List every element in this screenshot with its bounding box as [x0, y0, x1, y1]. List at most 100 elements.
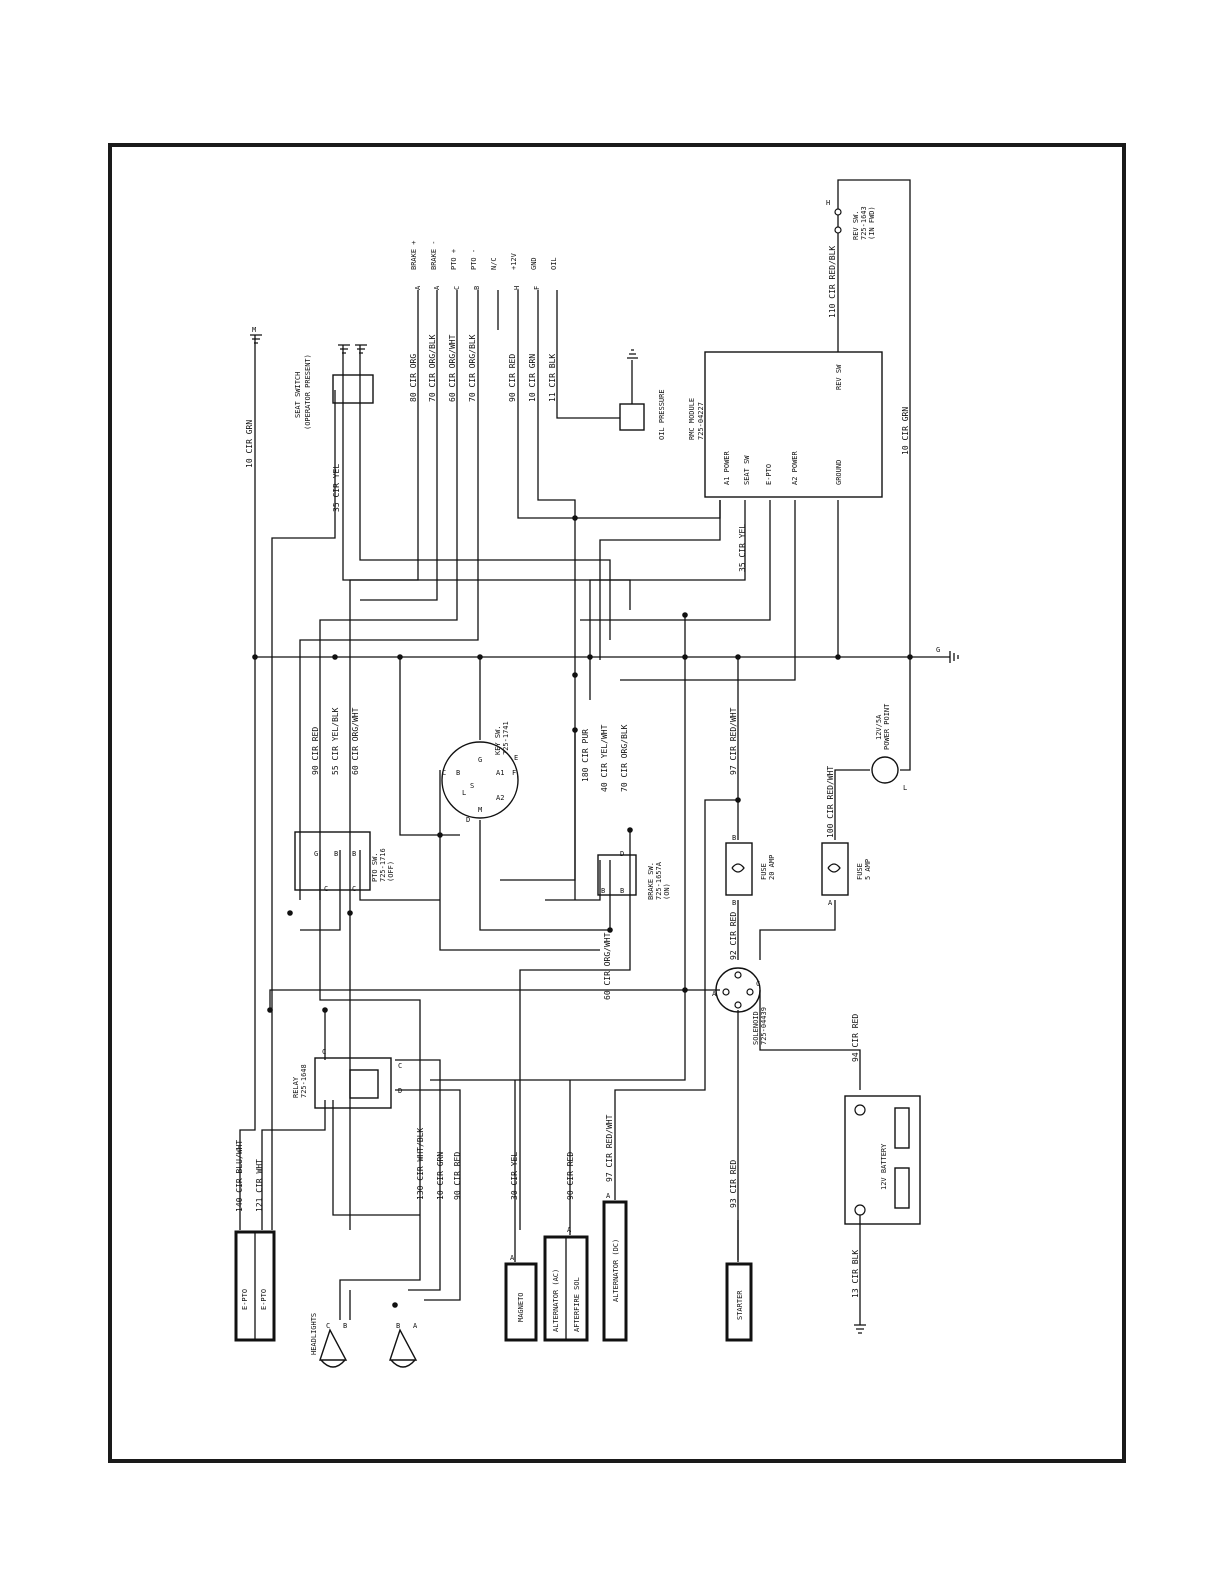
pto-sw-state: (OFF) — [387, 861, 395, 882]
ground-bus-g: G — [936, 646, 940, 654]
solenoid-body — [715, 967, 761, 1013]
power-point-pin-l: L — [903, 784, 907, 792]
rmc-seat-sw: SEAT SW — [743, 455, 751, 485]
pin-letter-b: B — [473, 286, 481, 290]
diagram-frame — [108, 143, 1126, 1463]
power-point-body — [871, 756, 899, 784]
starter-connector — [725, 1262, 753, 1342]
pto-pin-g: G — [314, 850, 318, 858]
label-10-grn-low: 10 CIR GRN — [436, 1152, 445, 1200]
solenoid-pin-c: C — [756, 980, 760, 988]
headlight-right — [389, 1328, 418, 1368]
pin-gnd: GND — [530, 257, 538, 270]
label-80-org: 80 CIR ORG — [409, 354, 418, 402]
junctions — [252, 208, 913, 1308]
pin-letter-a1: A — [414, 285, 422, 290]
pto-pin-c2: C — [352, 885, 356, 893]
pin-12v: +12V — [510, 252, 518, 270]
rev-sw-label: REV SW. — [852, 210, 860, 240]
alternator-dc-connector — [602, 1200, 628, 1342]
rev-sw-pin-h: H — [826, 199, 830, 207]
fuse-20-box — [725, 842, 753, 896]
seat-switch-label: SEAT SWITCH — [294, 372, 302, 418]
power-point-label: 12V/5A — [875, 714, 883, 740]
brake-pin-d: D — [620, 850, 624, 858]
label-10-grn-top2: 10 CIR GRN — [528, 354, 537, 402]
label-10-grn-right: 10 CIR GRN — [901, 407, 910, 455]
label-55-yel-blk: 55 CIR YEL/BLK — [331, 707, 340, 775]
headlight-pin-b: B — [343, 1322, 347, 1330]
headlight-pin-a: A — [413, 1322, 418, 1330]
pin-brake-plus: BRAKE + — [410, 240, 418, 270]
headlight-pin-b2: B — [396, 1322, 400, 1330]
brake-sw-state: (ON) — [663, 883, 671, 900]
label-40-yel-wht: 40 CIR YEL/WHT — [600, 724, 609, 792]
alternator-ac-label: ALTERNATOR (AC) — [552, 1269, 560, 1332]
rmc-module-label: RMC MODULE — [688, 398, 696, 440]
brake-pin-b2: B — [620, 887, 624, 895]
key-term-a2: A2 — [496, 794, 504, 802]
pto-sw-part: 725-1716 — [379, 848, 387, 882]
relay-box — [314, 1057, 392, 1109]
relay-label: RELAY — [292, 1076, 300, 1098]
label-94-red: 94 CIR RED — [851, 1014, 860, 1062]
fuse-5-label: FUSE — [856, 863, 864, 880]
relay-part: 725-1648 — [300, 1064, 308, 1098]
solenoid-pin-a: A — [712, 990, 717, 998]
magneto-connector — [504, 1262, 538, 1342]
seat-switch-box — [332, 374, 374, 404]
fuse-5-amp: 5 AMP — [864, 859, 872, 880]
label-70-org-blk-top: 70 CIR ORG/BLK — [428, 334, 437, 402]
epto-label-1: E-PTO — [241, 1289, 249, 1310]
alt-dc-pin-a: A — [606, 1192, 611, 1200]
fuse-20-pin-b1: B — [732, 834, 736, 842]
label-70-org-blk-mid: 70 CIR ORG/BLK — [620, 724, 629, 792]
afterfire-label: AFTERFIRE SOL — [573, 1277, 581, 1332]
rmc-a1-power: A1 POWER — [723, 450, 731, 485]
headlight-pin-c: C — [326, 1322, 330, 1330]
rmc-module-part: 725-04227 — [697, 402, 705, 440]
label-70-org-blk-top2: 70 CIR ORG/BLK — [468, 334, 477, 402]
label-90-red-mid: 90 CIR RED — [311, 727, 320, 775]
label-92-red: 92 CIR RED — [729, 912, 738, 960]
oil-pressure-label: OIL PRESSURE — [658, 389, 666, 440]
battery-box — [844, 1095, 921, 1225]
label-180-pur: 180 CIR PUR — [581, 729, 590, 782]
fuse-5-pin-a: A — [828, 899, 833, 907]
relay-pin-c2: C — [398, 1062, 402, 1070]
key-term-f: F — [512, 769, 516, 777]
headlights-label: HEADLIGHTS — [310, 1313, 318, 1355]
pin-letter-h: H — [513, 286, 521, 290]
pin-oil: OIL — [550, 257, 558, 270]
label-90-red-low2: 90 CIR RED — [566, 1152, 575, 1200]
pin-brake-minus: BRAKE - — [430, 240, 438, 270]
brake-pin-b1: B — [601, 887, 605, 895]
relay-pin-d: D — [398, 1087, 402, 1095]
label-13-blk: 13 CIR BLK — [851, 1250, 860, 1298]
battery-label: 12V BATTERY — [880, 1143, 888, 1190]
magneto-pin-a: A — [510, 1254, 515, 1262]
epto-label-2: E-PTO — [260, 1289, 268, 1310]
alternator-dc-label: ALTERNATOR (DC) — [612, 1239, 620, 1302]
label-35-yel: 35 CIR YEL — [332, 464, 341, 512]
relay-pin-c1: C — [322, 1048, 326, 1056]
rmc-ground: GROUND — [835, 460, 843, 485]
pin-letter-a2: A — [433, 285, 441, 290]
label-97-red-wht-low: 97 CIR RED/WHT — [605, 1114, 614, 1182]
fuse-20-amp: 20 AMP — [768, 855, 776, 880]
label-100-red-wht: 100 CIR RED/WHT — [826, 766, 835, 838]
key-term-s: S — [470, 782, 474, 790]
seat-switch-sublabel: (OPERATOR PRESENT) — [304, 354, 312, 430]
rmc-module-box — [704, 351, 883, 498]
rev-sw-state: (IN FWD) — [868, 206, 876, 240]
alt-ac-pin-a: A — [567, 1226, 572, 1234]
label-30-yel: 30 CIR YEL — [510, 1152, 519, 1200]
pin-pto-minus: PTO - — [470, 249, 478, 270]
starter-label: STARTER — [736, 1290, 744, 1320]
key-term-b: B — [456, 769, 460, 777]
key-sw-label: KEY SW. — [494, 725, 502, 755]
rmc-rev-sw: REV SW — [835, 364, 843, 390]
solenoid-part: 725-04439 — [760, 1007, 768, 1045]
fuse-20-pin-b2: B — [732, 899, 736, 907]
